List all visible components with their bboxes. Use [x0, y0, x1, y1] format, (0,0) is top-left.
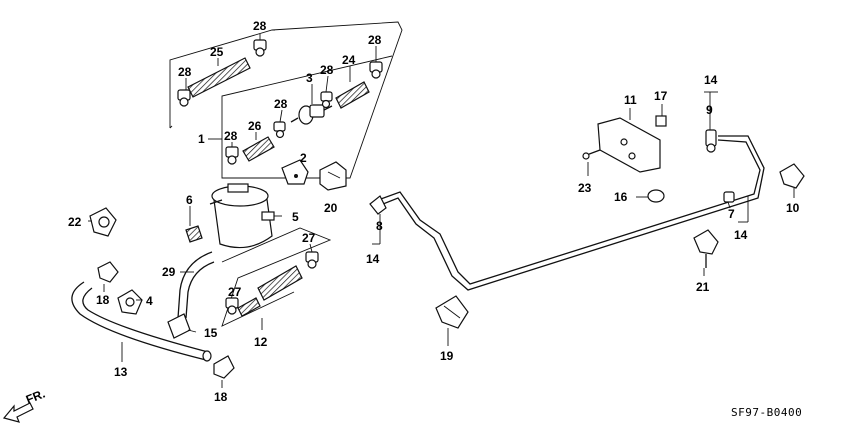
clip-27-left	[225, 297, 239, 315]
bolt-23	[582, 149, 601, 160]
clip-9-fitting	[705, 129, 717, 153]
bracket-20	[319, 161, 347, 191]
callout-1: 1	[198, 132, 205, 146]
callout-2: 2	[300, 151, 307, 165]
clip-19	[435, 295, 469, 329]
clip-21	[693, 229, 719, 268]
callout-20: 20	[324, 201, 338, 215]
kit-group-upper-bracket	[169, 21, 403, 179]
callout-labels: 28 25 28 28 24 3 28 28 26 1 28 2 20 6 5 …	[68, 19, 800, 404]
clip-28-bottom	[225, 146, 239, 165]
tube-6	[185, 225, 203, 243]
diagram-code: SF97-B0400	[731, 406, 802, 419]
hose-12-long	[257, 265, 303, 301]
hose-29	[177, 251, 215, 319]
canister-5	[209, 183, 275, 249]
callout-23: 23	[578, 181, 592, 195]
hose-12-short	[237, 297, 261, 317]
callout-14: 14	[366, 252, 380, 266]
nut-17	[655, 115, 667, 127]
callout-13: 13	[114, 365, 128, 379]
callout-25: 25	[210, 45, 224, 59]
leader-lines	[88, 34, 795, 388]
kit-group-lower-bracket	[221, 227, 332, 327]
callout-14: 14	[704, 73, 718, 87]
clip-10	[779, 163, 805, 189]
hose-26	[242, 136, 275, 162]
clip-22	[89, 207, 117, 237]
clip-27-right	[305, 251, 319, 269]
callout-28: 28	[178, 65, 192, 79]
callout-4: 4	[146, 294, 153, 308]
callout-28: 28	[253, 19, 267, 33]
clip-7	[723, 191, 735, 203]
fitting-15	[167, 313, 191, 339]
callout-29: 29	[162, 265, 176, 279]
clip-28-upper	[253, 39, 267, 57]
clip-4	[117, 289, 143, 315]
callout-7: 7	[728, 207, 735, 221]
callout-16: 16	[614, 190, 628, 204]
callout-14: 14	[734, 228, 748, 242]
callout-12: 12	[254, 335, 268, 349]
plate-11	[597, 117, 661, 173]
callout-18: 18	[214, 390, 228, 404]
callout-5: 5	[292, 210, 299, 224]
callout-22: 22	[68, 215, 82, 229]
callout-19: 19	[440, 349, 454, 363]
hose-25	[187, 57, 251, 98]
callout-27: 27	[228, 285, 242, 299]
valve-3	[290, 104, 333, 125]
callout-21: 21	[696, 280, 710, 294]
fitting-8	[369, 195, 387, 215]
clip-18-left	[97, 261, 119, 283]
grommet-16	[647, 189, 665, 203]
bracket-2	[281, 159, 309, 185]
callout-6: 6	[186, 193, 193, 207]
clip-18-bottom	[213, 355, 235, 379]
callout-28: 28	[274, 97, 288, 111]
callout-27: 27	[302, 231, 316, 245]
callout-17: 17	[654, 89, 668, 103]
callout-28: 28	[224, 129, 238, 143]
clip-28-mid	[320, 91, 333, 109]
front-direction-arrow: FR.	[2, 387, 47, 423]
callout-26: 26	[248, 119, 262, 133]
clip-28-left	[177, 89, 191, 107]
callout-3: 3	[306, 71, 313, 85]
hose-24	[335, 81, 370, 109]
callout-28: 28	[320, 63, 334, 77]
hose-13	[71, 281, 212, 362]
callout-18: 18	[96, 293, 110, 307]
clip-28-right	[369, 61, 383, 79]
callout-28: 28	[368, 33, 382, 47]
vapor-line-14	[377, 135, 765, 291]
clip-28-center	[273, 121, 286, 139]
callout-15: 15	[204, 326, 218, 340]
callout-24: 24	[342, 53, 356, 67]
direction-label: FR.	[24, 387, 47, 407]
callout-11: 11	[624, 93, 637, 107]
callout-9: 9	[706, 103, 713, 117]
callout-10: 10	[786, 201, 800, 215]
callout-8: 8	[376, 219, 383, 233]
